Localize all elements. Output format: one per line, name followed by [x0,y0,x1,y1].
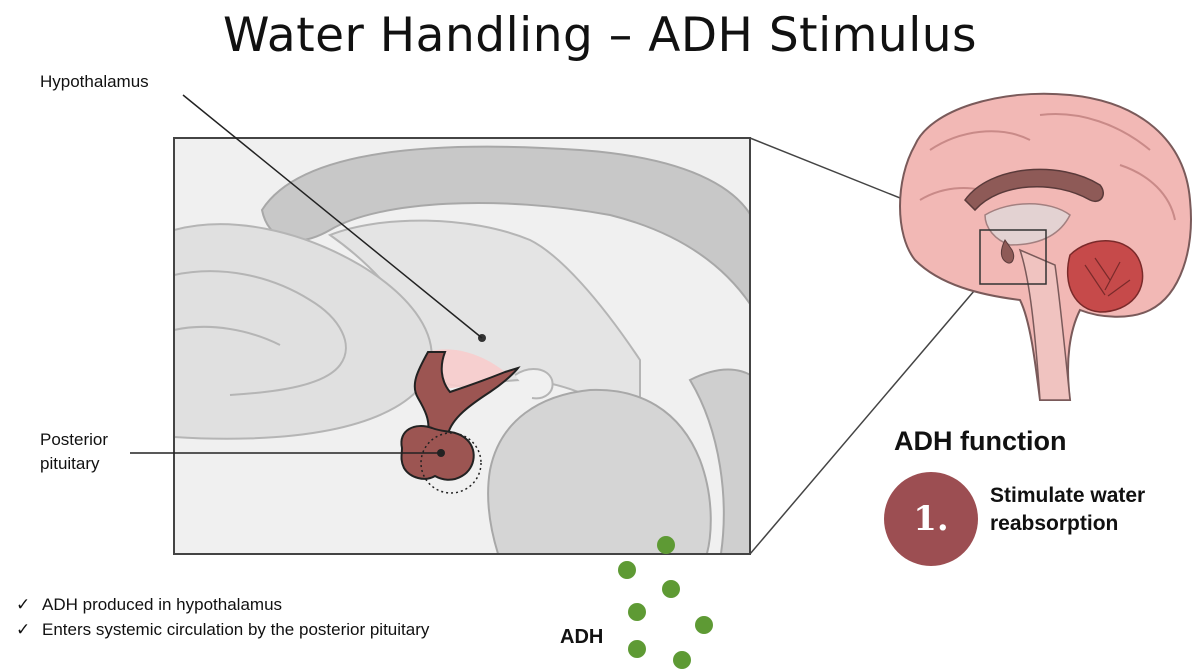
cerebellum-small [1066,240,1144,313]
adh-molecules [618,536,713,669]
zoom-panel-border [173,137,751,555]
thalamus-small [984,203,1071,246]
brain-gyri [919,113,1176,221]
adh-molecule [673,651,691,669]
adh-molecule [662,580,680,598]
brainstem-small [1018,248,1071,401]
slide-title: Water Handling – ADH Stimulus [222,8,978,63]
adh-molecule [695,616,713,634]
adh-molecule [628,640,646,658]
check-icon: ✓ [16,620,31,639]
cerebellum-branches [1084,257,1131,297]
zoom-connector-bottom [749,283,981,555]
cortical-fold-line [174,270,347,396]
function-number-badge: 1. [884,472,978,566]
adh-function-text: Stimulate water reabsorption [990,484,1146,535]
optic-chiasm [514,368,554,400]
pituitary-small [1000,239,1015,264]
cortical-fold-line [174,325,281,346]
checklist-item: ✓ Enters systemic circulation by the post… [16,617,429,642]
brain-illustration [899,92,1192,401]
cerebellum-edge [688,368,750,554]
hypothalamus-leader-line [182,94,483,339]
brainstem [487,388,712,554]
checklist-text: ADH produced in hypothalamus [42,595,283,614]
checklist-item: ✓ ADH produced in hypothalamus [16,592,429,617]
posterior-pituitary-label: Posterior pituitary [40,430,109,473]
adh-label: ADH [560,626,604,648]
check-icon: ✓ [16,595,31,614]
hypothalamus-label: Hypothalamus [40,72,149,91]
checklist: ✓ ADH produced in hypothalamus ✓ Enters sy… [16,592,429,642]
zoom-panel [173,137,751,555]
adh-function-heading: ADH function [894,426,1067,456]
checklist-text: Enters systemic circulation by the poste… [42,620,430,639]
adh-molecule [628,603,646,621]
adh-molecule [618,561,636,579]
zoom-region-box [979,229,1047,285]
corpus-callosum [260,145,750,306]
pituitary-stalk [413,351,521,436]
adh-molecule [657,536,675,554]
corpus-callosum-small [964,168,1104,212]
posterior-pituitary-highlight [420,432,482,494]
